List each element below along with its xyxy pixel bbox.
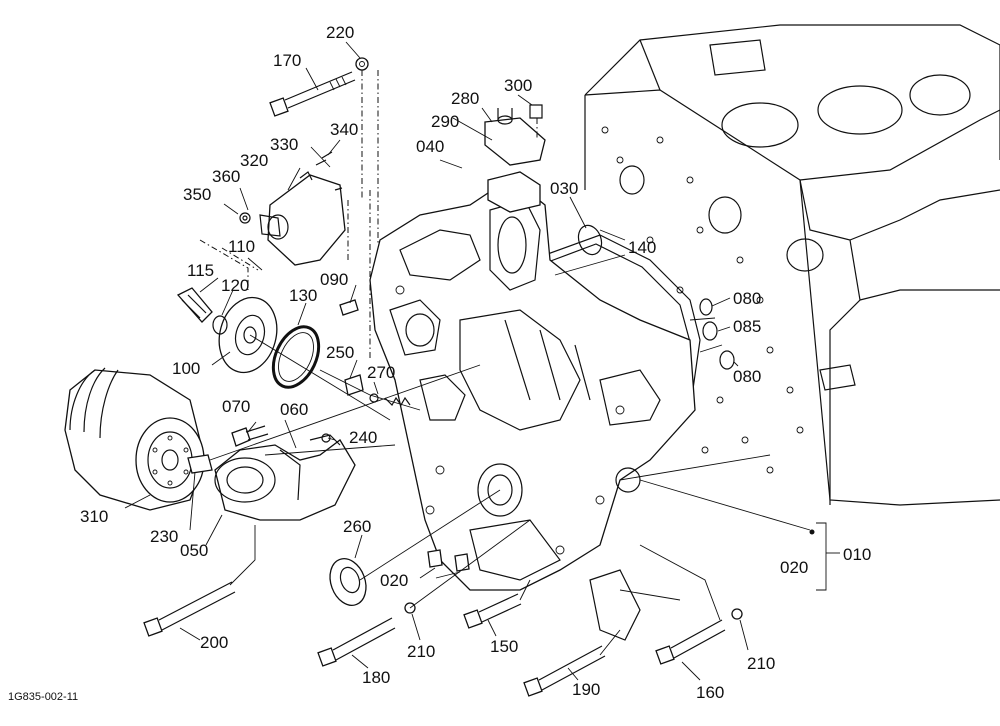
bolt-170	[269, 71, 356, 117]
label-100: 100	[172, 359, 200, 378]
label-040: 040	[416, 137, 444, 156]
label-250: 250	[326, 343, 354, 362]
label-180: 180	[362, 668, 390, 687]
cover-280	[484, 117, 546, 166]
o-ring-080b	[719, 350, 735, 370]
plug-020a	[427, 549, 443, 568]
leader-lines	[124, 41, 749, 681]
label-280: 280	[451, 89, 479, 108]
label-360: 360	[212, 167, 240, 186]
spring-270	[384, 396, 411, 407]
oil-filter-310	[64, 367, 206, 511]
label-080a: 080	[733, 289, 761, 308]
oil-pump-cover	[176, 287, 278, 374]
label-150: 150	[490, 637, 518, 656]
bolt-180	[317, 617, 396, 667]
label-085: 085	[733, 317, 761, 336]
label-120: 120	[221, 276, 249, 295]
engine-block	[584, 24, 1000, 506]
label-240: 240	[349, 428, 377, 447]
label-350: 350	[183, 185, 211, 204]
label-300: 300	[504, 76, 532, 95]
label-210a: 210	[407, 642, 435, 661]
label-220: 220	[326, 23, 354, 42]
label-130: 130	[289, 286, 317, 305]
washer-220	[355, 57, 369, 71]
label-200: 200	[200, 633, 228, 652]
label-320: 320	[240, 151, 268, 170]
nipple-230	[187, 454, 213, 474]
label-270: 270	[367, 363, 395, 382]
filler-neck	[487, 171, 541, 213]
label-020b: 020	[780, 558, 808, 577]
part-labels: 220 170 340 330 320 360 350 110 115 120 …	[80, 23, 871, 702]
label-070: 070	[222, 397, 250, 416]
label-330: 330	[270, 135, 298, 154]
label-290: 290	[431, 112, 459, 131]
label-110: 110	[228, 237, 255, 256]
label-090: 090	[320, 270, 348, 289]
drawing-code: 1G835-002-11	[8, 691, 78, 703]
label-170: 170	[273, 51, 301, 70]
label-050: 050	[180, 541, 208, 560]
label-230: 230	[150, 527, 178, 546]
label-010: 010	[843, 545, 871, 564]
o-ring-030	[577, 224, 603, 256]
label-340: 340	[330, 120, 358, 139]
label-080b: 080	[733, 367, 761, 386]
bolt-200	[143, 581, 236, 637]
washer-210b	[731, 608, 743, 620]
bolt-190	[523, 645, 606, 697]
o-ring-080a	[699, 298, 713, 316]
bolt-160	[655, 619, 726, 665]
label-115: 115	[187, 261, 214, 280]
bolt-150	[463, 593, 522, 629]
label-260: 260	[343, 517, 371, 536]
label-140: 140	[628, 238, 656, 257]
bolt-070	[231, 427, 251, 447]
assembly-lines	[199, 70, 840, 656]
block-bolt-holes	[601, 126, 804, 474]
o-ring-130	[271, 325, 321, 389]
label-160: 160	[696, 683, 724, 702]
label-190: 190	[572, 680, 600, 699]
label-210b: 210	[747, 654, 775, 673]
filter-bracket	[214, 433, 356, 521]
label-310: 310	[80, 507, 108, 526]
o-ring-085	[702, 321, 718, 341]
oil-seal-260	[329, 558, 367, 606]
dowel-250	[344, 374, 364, 396]
label-060: 060	[280, 400, 308, 419]
pin-090	[339, 299, 359, 316]
plug-020b	[454, 553, 470, 572]
label-020a: 020	[380, 571, 408, 590]
label-030: 030	[550, 179, 578, 198]
